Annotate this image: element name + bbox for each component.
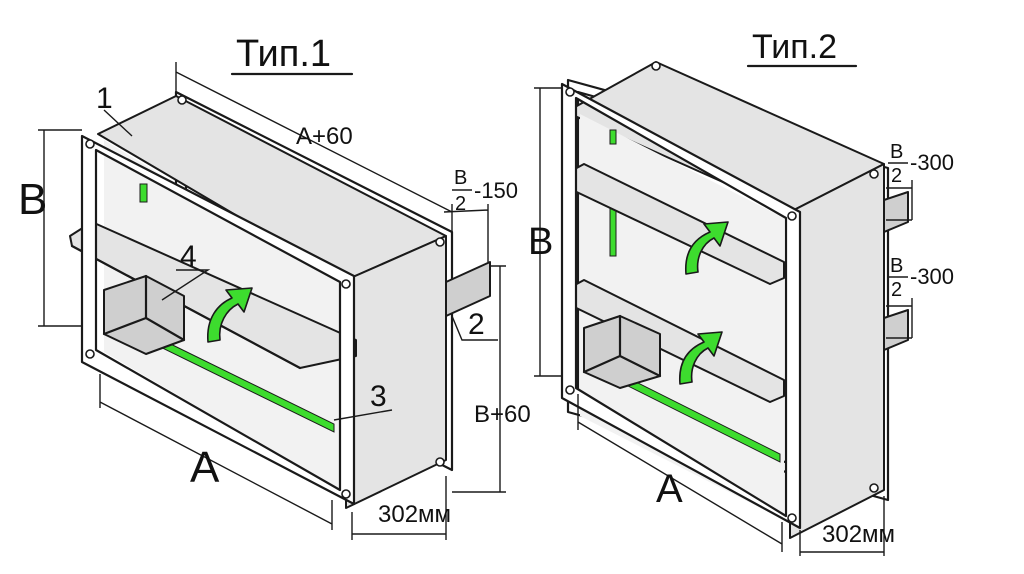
dim-side1-num-2: B <box>890 141 903 163</box>
dim-top-1: A+60 <box>296 123 353 150</box>
title-type-1: Тип.1 <box>236 33 331 75</box>
front-flange-1 <box>80 134 356 506</box>
dim-side-den-1: 2 <box>455 193 466 215</box>
dim-side1-rest-2: -300 <box>910 150 954 175</box>
dim-side-rest-1: -150 <box>474 178 518 203</box>
shaft-green-top-2 <box>609 129 617 145</box>
dim-width-2: A <box>656 467 683 511</box>
bracket-1 <box>445 261 491 317</box>
title-type-2: Тип.2 <box>752 28 837 66</box>
dimensions-1 <box>38 62 506 540</box>
callout-2: 2 <box>468 308 485 341</box>
shaft-green-top-1 <box>139 183 148 203</box>
bracket-2-upper <box>883 191 909 233</box>
dim-side1-den-2: 2 <box>891 165 902 187</box>
dimensions-2 <box>534 87 913 556</box>
dim-depth-2: 302мм <box>822 521 895 548</box>
dim-side2-num-2: B <box>890 255 903 277</box>
dim-height-1: B <box>18 175 47 224</box>
damper-type-2 <box>534 61 913 556</box>
rotation-arrow-1 <box>207 287 253 343</box>
bracket-2-lower <box>883 309 909 351</box>
callout-3: 3 <box>370 380 387 413</box>
callout-4: 4 <box>180 240 197 273</box>
dim-height-full-1: B+60 <box>474 401 531 428</box>
dim-side-num-1: B <box>454 167 467 189</box>
dim-depth-1: 302мм <box>378 501 451 528</box>
front-flange-2 <box>560 82 802 530</box>
box-side-1 <box>345 235 447 509</box>
dim-side2-rest-2: -300 <box>910 264 954 289</box>
callout-1: 1 <box>96 82 113 115</box>
rotation-arrow-2-upper <box>685 221 729 275</box>
damper-type-1 <box>38 62 506 540</box>
dim-side2-den-2: 2 <box>891 279 902 301</box>
rotation-arrow-2-lower <box>679 331 723 385</box>
dim-height-2: B <box>528 221 553 263</box>
dim-width-1: A <box>190 443 220 492</box>
box-side-2 <box>789 163 885 539</box>
